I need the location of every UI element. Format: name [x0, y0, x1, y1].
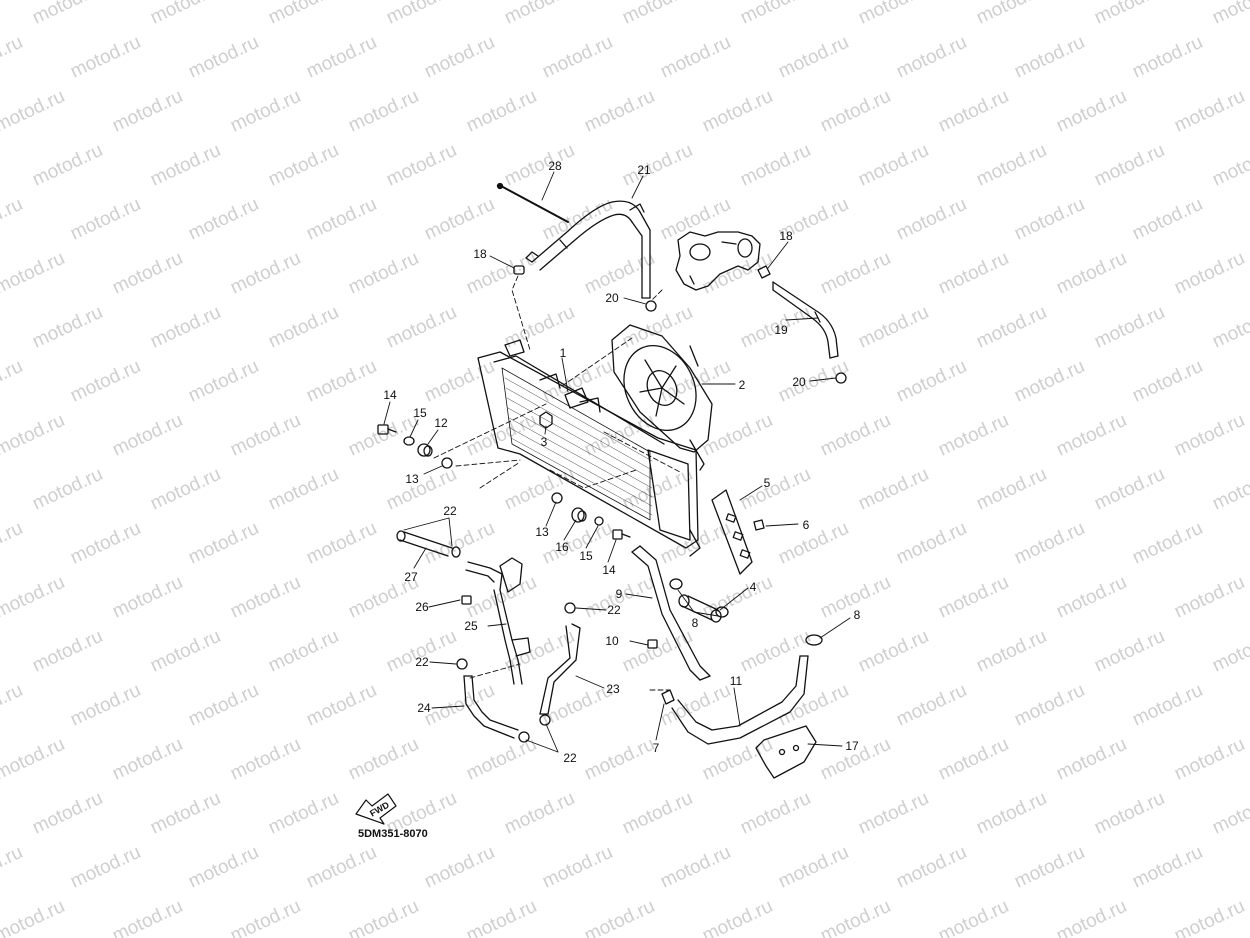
thermostat-housing: [676, 232, 760, 290]
part-20-clamp-upper: [646, 301, 656, 311]
callout-20-lower: 20: [792, 375, 806, 389]
callout-4: 4: [750, 580, 757, 594]
part-10-bolt: [648, 640, 657, 648]
callout-21: 21: [637, 163, 651, 177]
callout-labels: 28 21 18 18 20 19 20 1 2 3 14 15 12 13 5…: [383, 159, 860, 765]
part-14-bolt-upper: [378, 425, 396, 434]
part-8-clamp-a: [670, 579, 682, 589]
part-3-nut: [540, 412, 552, 428]
callout-19: 19: [774, 323, 788, 337]
part-8-clamp-b: [716, 607, 728, 617]
part-27-hose: [397, 531, 460, 557]
callout-27: 27: [404, 570, 418, 584]
part-22-clamp-e: [519, 732, 529, 742]
part-18-clamp-right: [758, 266, 770, 278]
callout-6: 6: [803, 518, 810, 532]
part-11-pipe: [672, 656, 808, 744]
callout-15-upper: 15: [413, 406, 427, 420]
callout-1: 1: [560, 346, 567, 360]
callout-2: 2: [739, 378, 746, 392]
part-12-grommet: [418, 444, 432, 456]
callout-8-lower: 8: [692, 616, 699, 630]
part-24-hose: [464, 676, 518, 738]
callout-11: 11: [730, 674, 743, 688]
part-13-collar-upper: [442, 458, 452, 468]
part-14-bolt-lower: [613, 530, 630, 539]
callout-13-lower: 13: [535, 525, 549, 539]
callout-23: 23: [606, 682, 620, 696]
part-22-clamp-d: [457, 659, 467, 669]
callout-9: 9: [616, 587, 623, 601]
callout-15-lower: 15: [579, 549, 593, 563]
part-28-rod: [498, 184, 569, 223]
part-4-hose: [679, 595, 721, 622]
callout-20-upper: 20: [605, 291, 619, 305]
callout-22-top: 22: [443, 504, 457, 518]
drawing-code: 5DM351-8070: [358, 828, 428, 840]
part-21-hose: [526, 201, 650, 298]
part-1-radiator: [478, 340, 700, 556]
callout-24: 24: [417, 701, 431, 715]
part-25-pipe: [466, 558, 530, 684]
part-8-clamp-c: [806, 635, 822, 645]
callout-22-bottom: 22: [563, 751, 577, 765]
part-22-clamp-f: [540, 715, 550, 725]
part-23-hose: [540, 624, 580, 714]
part-16-grommet: [572, 508, 586, 522]
part-5-plate: [712, 490, 752, 574]
callout-25: 25: [464, 619, 478, 633]
callout-17: 17: [845, 739, 859, 753]
callout-10: 10: [605, 634, 619, 648]
callout-22-left: 22: [415, 655, 429, 669]
callout-18-left: 18: [473, 247, 487, 261]
callout-5: 5: [764, 476, 771, 490]
part-7-clamp: [662, 690, 674, 704]
callout-16: 16: [555, 540, 569, 554]
callout-7: 7: [653, 741, 660, 755]
part-6-bolt: [754, 520, 764, 530]
callout-12: 12: [434, 416, 448, 430]
callout-3: 3: [541, 435, 548, 449]
part-13-collar-lower: [552, 493, 562, 503]
callout-14-upper: 14: [383, 388, 397, 402]
part-2-fan: [611, 325, 712, 470]
callout-26: 26: [415, 600, 429, 614]
part-9-pipe: [632, 546, 710, 680]
part-15-washer-upper: [404, 437, 414, 445]
callout-13-upper: 13: [405, 472, 419, 486]
part-18-clamp-left: [514, 266, 524, 274]
callout-22-mid: 22: [607, 603, 621, 617]
callout-8-right: 8: [854, 608, 861, 622]
part-19-hose: [773, 282, 838, 358]
leader-lines: [383, 171, 851, 753]
part-22-clamp-c: [565, 603, 575, 613]
part-26-bolt: [462, 596, 471, 604]
part-17-bracket: [756, 726, 816, 778]
part-20-clamp-lower: [836, 373, 846, 383]
alignment-lines: [433, 275, 681, 691]
fwd-direction-arrow: FWD: [355, 793, 397, 825]
callout-28: 28: [548, 159, 562, 173]
callout-14-lower: 14: [602, 563, 616, 577]
part-15-washer-lower: [595, 517, 603, 525]
callout-18-right: 18: [779, 229, 793, 243]
